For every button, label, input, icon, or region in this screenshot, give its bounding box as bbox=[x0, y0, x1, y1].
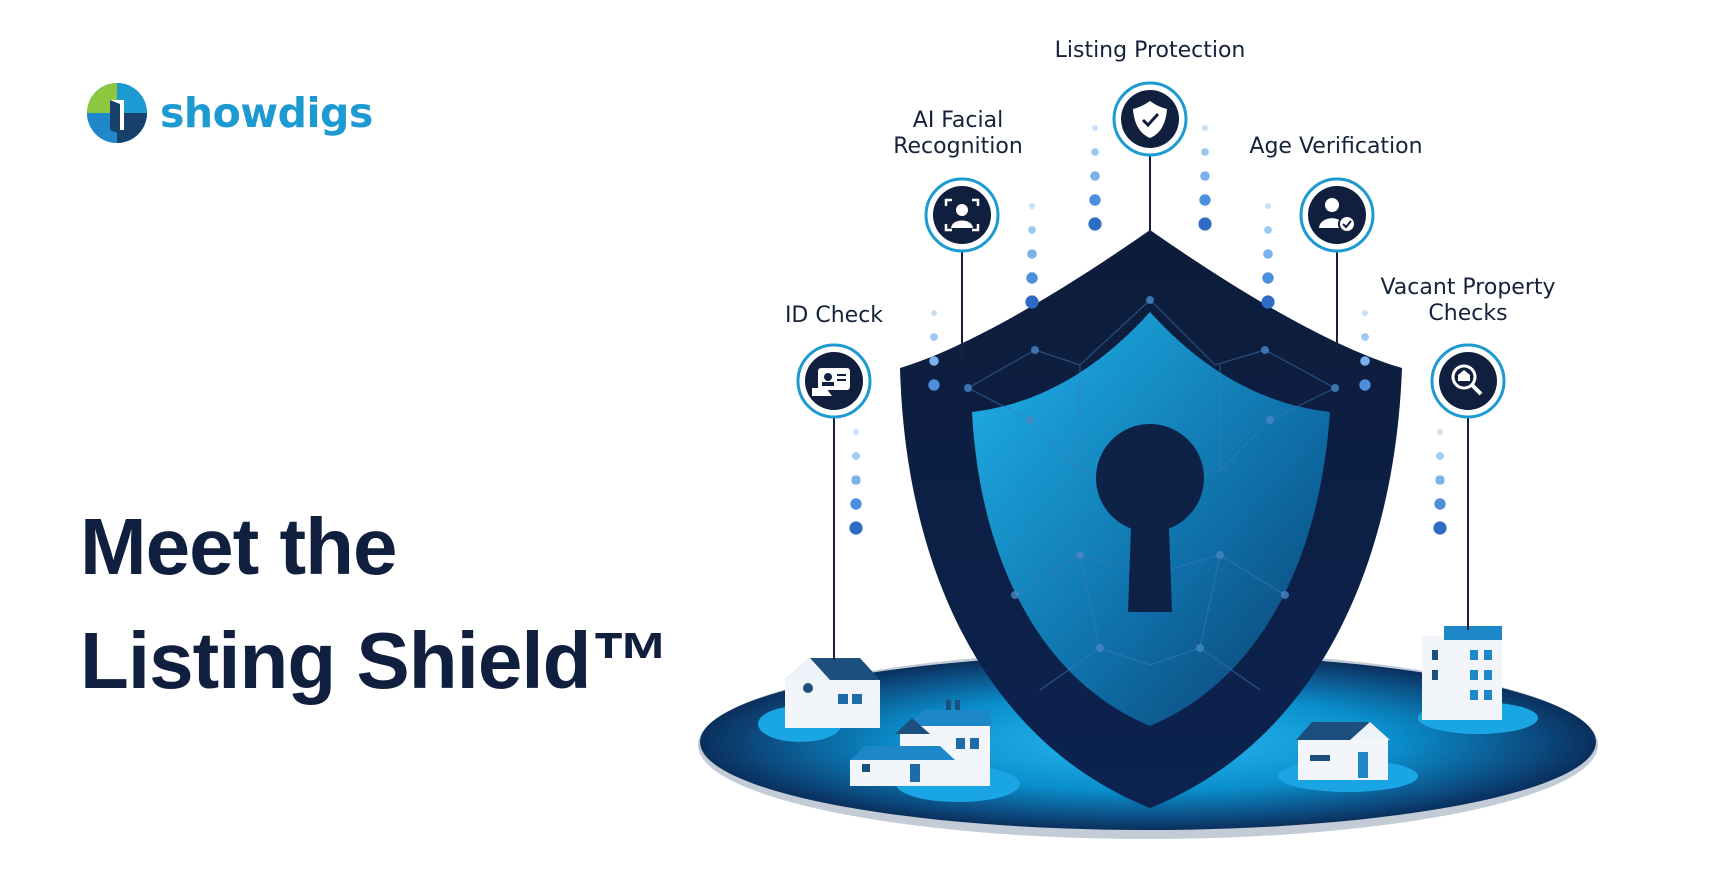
house-3 bbox=[1278, 722, 1418, 792]
trail-dot bbox=[1265, 203, 1271, 209]
trail-dot bbox=[1434, 498, 1446, 510]
feature-label-line: AI Facial bbox=[912, 108, 1004, 133]
feature-label-line: Listing Protection bbox=[1054, 38, 1246, 63]
user-check-icon bbox=[1319, 198, 1356, 233]
trail-dot bbox=[1089, 194, 1101, 206]
trail-dot bbox=[1199, 194, 1211, 206]
trail-dot bbox=[1202, 125, 1208, 131]
trail-dot bbox=[1359, 379, 1371, 391]
trail-dot bbox=[1263, 249, 1273, 259]
trail-dot bbox=[1028, 226, 1036, 234]
feature-label-line: ID Check bbox=[784, 303, 884, 328]
trail-dot bbox=[1027, 249, 1037, 259]
trail-dot bbox=[1361, 333, 1369, 341]
trail-dot bbox=[1200, 171, 1210, 181]
face-scan-icon bbox=[944, 198, 980, 232]
id-card-icon bbox=[812, 368, 850, 396]
trail-dot bbox=[1088, 217, 1102, 231]
connector-lines bbox=[833, 148, 1469, 660]
trail-dot bbox=[850, 498, 862, 510]
trail-dot bbox=[1198, 217, 1212, 231]
trail-dot bbox=[930, 333, 938, 341]
feature-label-id-check: ID Check bbox=[785, 303, 883, 329]
feature-listing-protection bbox=[1112, 81, 1188, 157]
trail-dot bbox=[1264, 226, 1272, 234]
page-title: Meet the Listing Shield™ bbox=[80, 490, 670, 718]
feature-label-age-verification: Age Verification bbox=[1249, 134, 1422, 160]
trail-dot bbox=[1436, 452, 1444, 460]
trail-dot bbox=[928, 379, 940, 391]
feature-label-facial-recognition: AI Facial Recognition bbox=[893, 108, 1023, 160]
feature-label-line: Age Verification bbox=[1249, 134, 1423, 159]
dot-trails bbox=[849, 125, 1447, 535]
trail-dot bbox=[1090, 171, 1100, 181]
house-2 bbox=[850, 700, 1020, 802]
feature-vacant-property bbox=[1430, 343, 1506, 419]
trail-dot bbox=[1261, 295, 1275, 309]
brand-name: showdigs bbox=[160, 89, 373, 137]
trail-dot bbox=[1029, 203, 1035, 209]
trail-dot bbox=[853, 429, 859, 435]
trail-dot bbox=[849, 521, 863, 535]
houses bbox=[758, 626, 1538, 802]
trail-dot bbox=[1262, 272, 1274, 284]
showdigs-logo: showdigs bbox=[86, 82, 373, 144]
trail-dot bbox=[931, 310, 937, 316]
trail-dot bbox=[1092, 125, 1098, 131]
trail-dot bbox=[929, 356, 939, 366]
feature-label-vacant-property: Vacant Property Checks bbox=[1380, 275, 1555, 327]
feature-label-listing-protection: Listing Protection bbox=[1055, 38, 1246, 64]
feature-id-check bbox=[796, 343, 872, 419]
feature-label-line: Checks bbox=[1428, 301, 1508, 326]
trail-dot bbox=[1360, 356, 1370, 366]
trail-dot bbox=[1433, 521, 1447, 535]
trail-dot bbox=[1026, 272, 1038, 284]
trail-dot bbox=[1091, 148, 1099, 156]
trail-dot bbox=[852, 452, 860, 460]
feature-label-line: Recognition bbox=[893, 134, 1023, 159]
page-title-line-1: Meet the bbox=[80, 502, 398, 591]
house-search-icon bbox=[1451, 364, 1483, 396]
keyhole-icon bbox=[1096, 424, 1204, 612]
page-title-line-2: Listing Shield™ bbox=[80, 616, 670, 705]
trail-dot bbox=[1025, 295, 1039, 309]
trail-dot bbox=[1362, 310, 1368, 316]
trail-dot bbox=[1201, 148, 1209, 156]
showdigs-logo-icon bbox=[87, 83, 147, 143]
feature-facial-recognition bbox=[924, 177, 1000, 253]
feature-age-verification bbox=[1299, 177, 1375, 253]
shield bbox=[900, 230, 1402, 808]
trail-dot bbox=[851, 475, 861, 485]
shield-check-icon bbox=[1133, 101, 1167, 138]
house-4 bbox=[1418, 626, 1538, 734]
feature-label-line: Vacant Property bbox=[1380, 275, 1556, 300]
trail-dot bbox=[1435, 475, 1445, 485]
trail-dot bbox=[1437, 429, 1443, 435]
house-1 bbox=[758, 658, 880, 742]
